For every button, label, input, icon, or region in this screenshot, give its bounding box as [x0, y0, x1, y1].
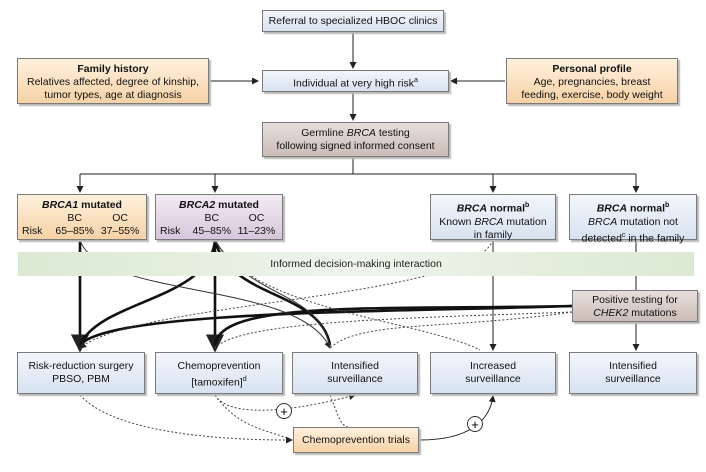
brca-normal-nd-title: BRCA normalb: [596, 202, 670, 215]
germline-line2: following signed informed consent: [276, 140, 435, 152]
brca1-title: BRCA1 mutated: [42, 199, 122, 211]
family-history-box: Family history Relatives affected, degre…: [17, 58, 209, 104]
brca-normal-known-title: BRCA normalb: [456, 202, 530, 215]
intensified-1-line1: Intensified: [331, 360, 379, 372]
chek2-line1: Positive testing for: [592, 294, 678, 306]
intensified-2-line2: surveillance: [605, 373, 661, 385]
plus-icon: +: [467, 416, 483, 432]
risk-reduction-line1: Risk-reduction surgery: [28, 360, 134, 372]
chemoprevention-trials-box: Chemoprevention trials: [293, 427, 419, 453]
germline-line1: Germline BRCA testing: [301, 127, 410, 139]
germline-box: Germline BRCA testing following signed i…: [262, 122, 449, 157]
personal-profile-line1: Age, pregnancies, breast: [533, 76, 651, 88]
brca-normal-nd-line2: BRCA mutation not: [588, 215, 678, 228]
brca-normal-nd-line3: detectedc in the family: [581, 231, 685, 245]
brca-normal-nd-box: BRCA normalb BRCA mutation not detectedc…: [569, 194, 697, 244]
intensified-2-line1: Intensified: [609, 360, 657, 372]
increased-line2: surveillance: [465, 373, 521, 385]
family-history-line1: Relatives affected, degree of kinship,: [27, 76, 199, 88]
chek2-box: Positive testing for CHEK2 mutations: [572, 290, 698, 322]
individual-sup: a: [413, 77, 418, 84]
brca-normal-known-line2: Known BRCA mutation: [439, 215, 547, 228]
risk-reduction-box: Risk-reduction surgery PBSO, PBM: [17, 352, 145, 394]
plus-icon: +: [276, 403, 292, 419]
chemoprevention-line1: Chemoprevention: [177, 360, 261, 372]
brca-normal-known-line3: in family: [473, 228, 513, 241]
individual-text: Individual at very high risk: [293, 77, 414, 90]
referral-text: Referral to specialized HBOC clinics: [268, 15, 438, 27]
family-history-line2: tumor types, age at diagnosis: [44, 89, 182, 101]
informed-decision-band: Informed decision-making interaction: [18, 252, 694, 276]
chek2-line2: CHEK2 mutations: [593, 307, 677, 319]
family-history-title: Family history: [77, 63, 149, 75]
intensified-surveillance-1-box: Intensified surveillance: [292, 352, 418, 394]
personal-profile-title: Personal profile: [552, 63, 632, 75]
chemoprevention-box: Chemoprevention [tamoxifen]d: [155, 352, 283, 394]
chemoprevention-trials-text: Chemoprevention trials: [302, 434, 410, 446]
intensified-1-line2: surveillance: [327, 373, 383, 385]
personal-profile-line2: feeding, exercise, body weight: [521, 89, 663, 101]
brca2-title: BRCA2 mutated: [179, 199, 259, 211]
informed-decision-text: Informed decision-making interaction: [270, 258, 442, 270]
intensified-surveillance-2-box: Intensified surveillance: [569, 352, 697, 394]
increased-surveillance-box: Increased surveillance: [430, 352, 556, 394]
risk-reduction-line2: PBSO, PBM: [52, 373, 110, 385]
referral-box: Referral to specialized HBOC clinics: [262, 10, 444, 32]
personal-profile-box: Personal profile Age, pregnancies, breas…: [506, 58, 678, 104]
chemoprevention-line2: [tamoxifen]d: [191, 376, 247, 389]
individual-box: Individual at very high riska: [262, 70, 449, 92]
increased-line1: Increased: [469, 360, 517, 372]
brca-normal-known-box: BRCA normalb Known BRCA mutation in fami…: [430, 194, 556, 241]
